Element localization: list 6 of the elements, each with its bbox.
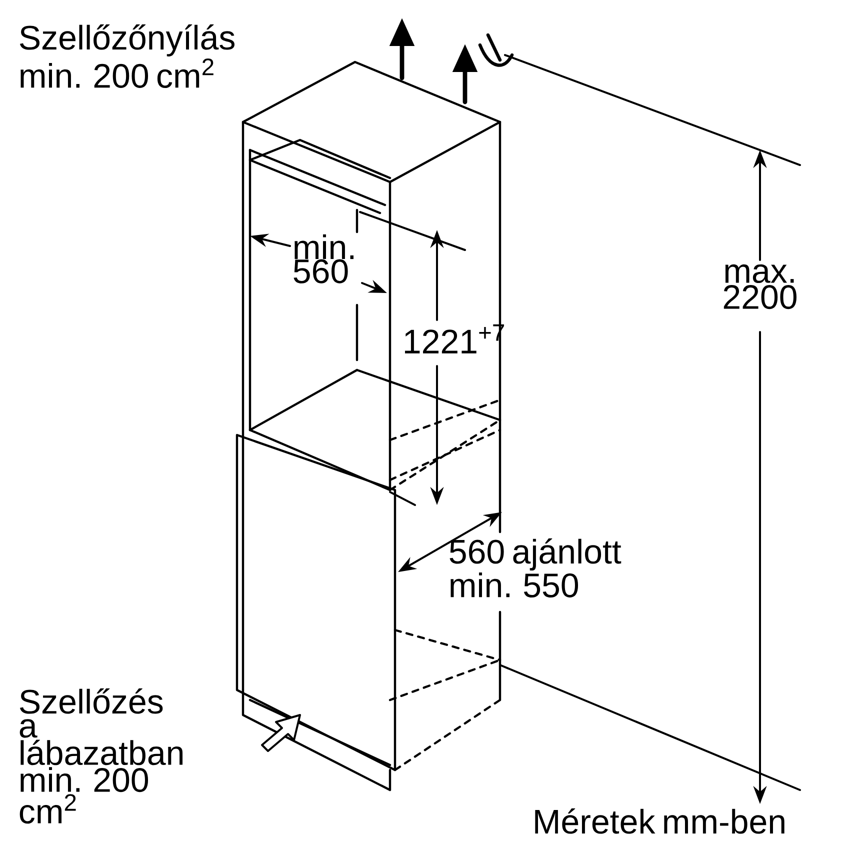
vent-note: Szellőzés a lábazatban min. 200 cm$^{2}$ [20,688,182,824]
dimension-label: max. 2200 [724,264,796,310]
dimension-label: 560 ajánlott min. 550 [450,538,622,598]
vent-note: Szellőzőnyílás min. 200 cm$^{2}$ [20,24,234,88]
units-note: Méretek mm-ben [535,808,784,834]
dimension-label: min. 560 [294,234,354,284]
